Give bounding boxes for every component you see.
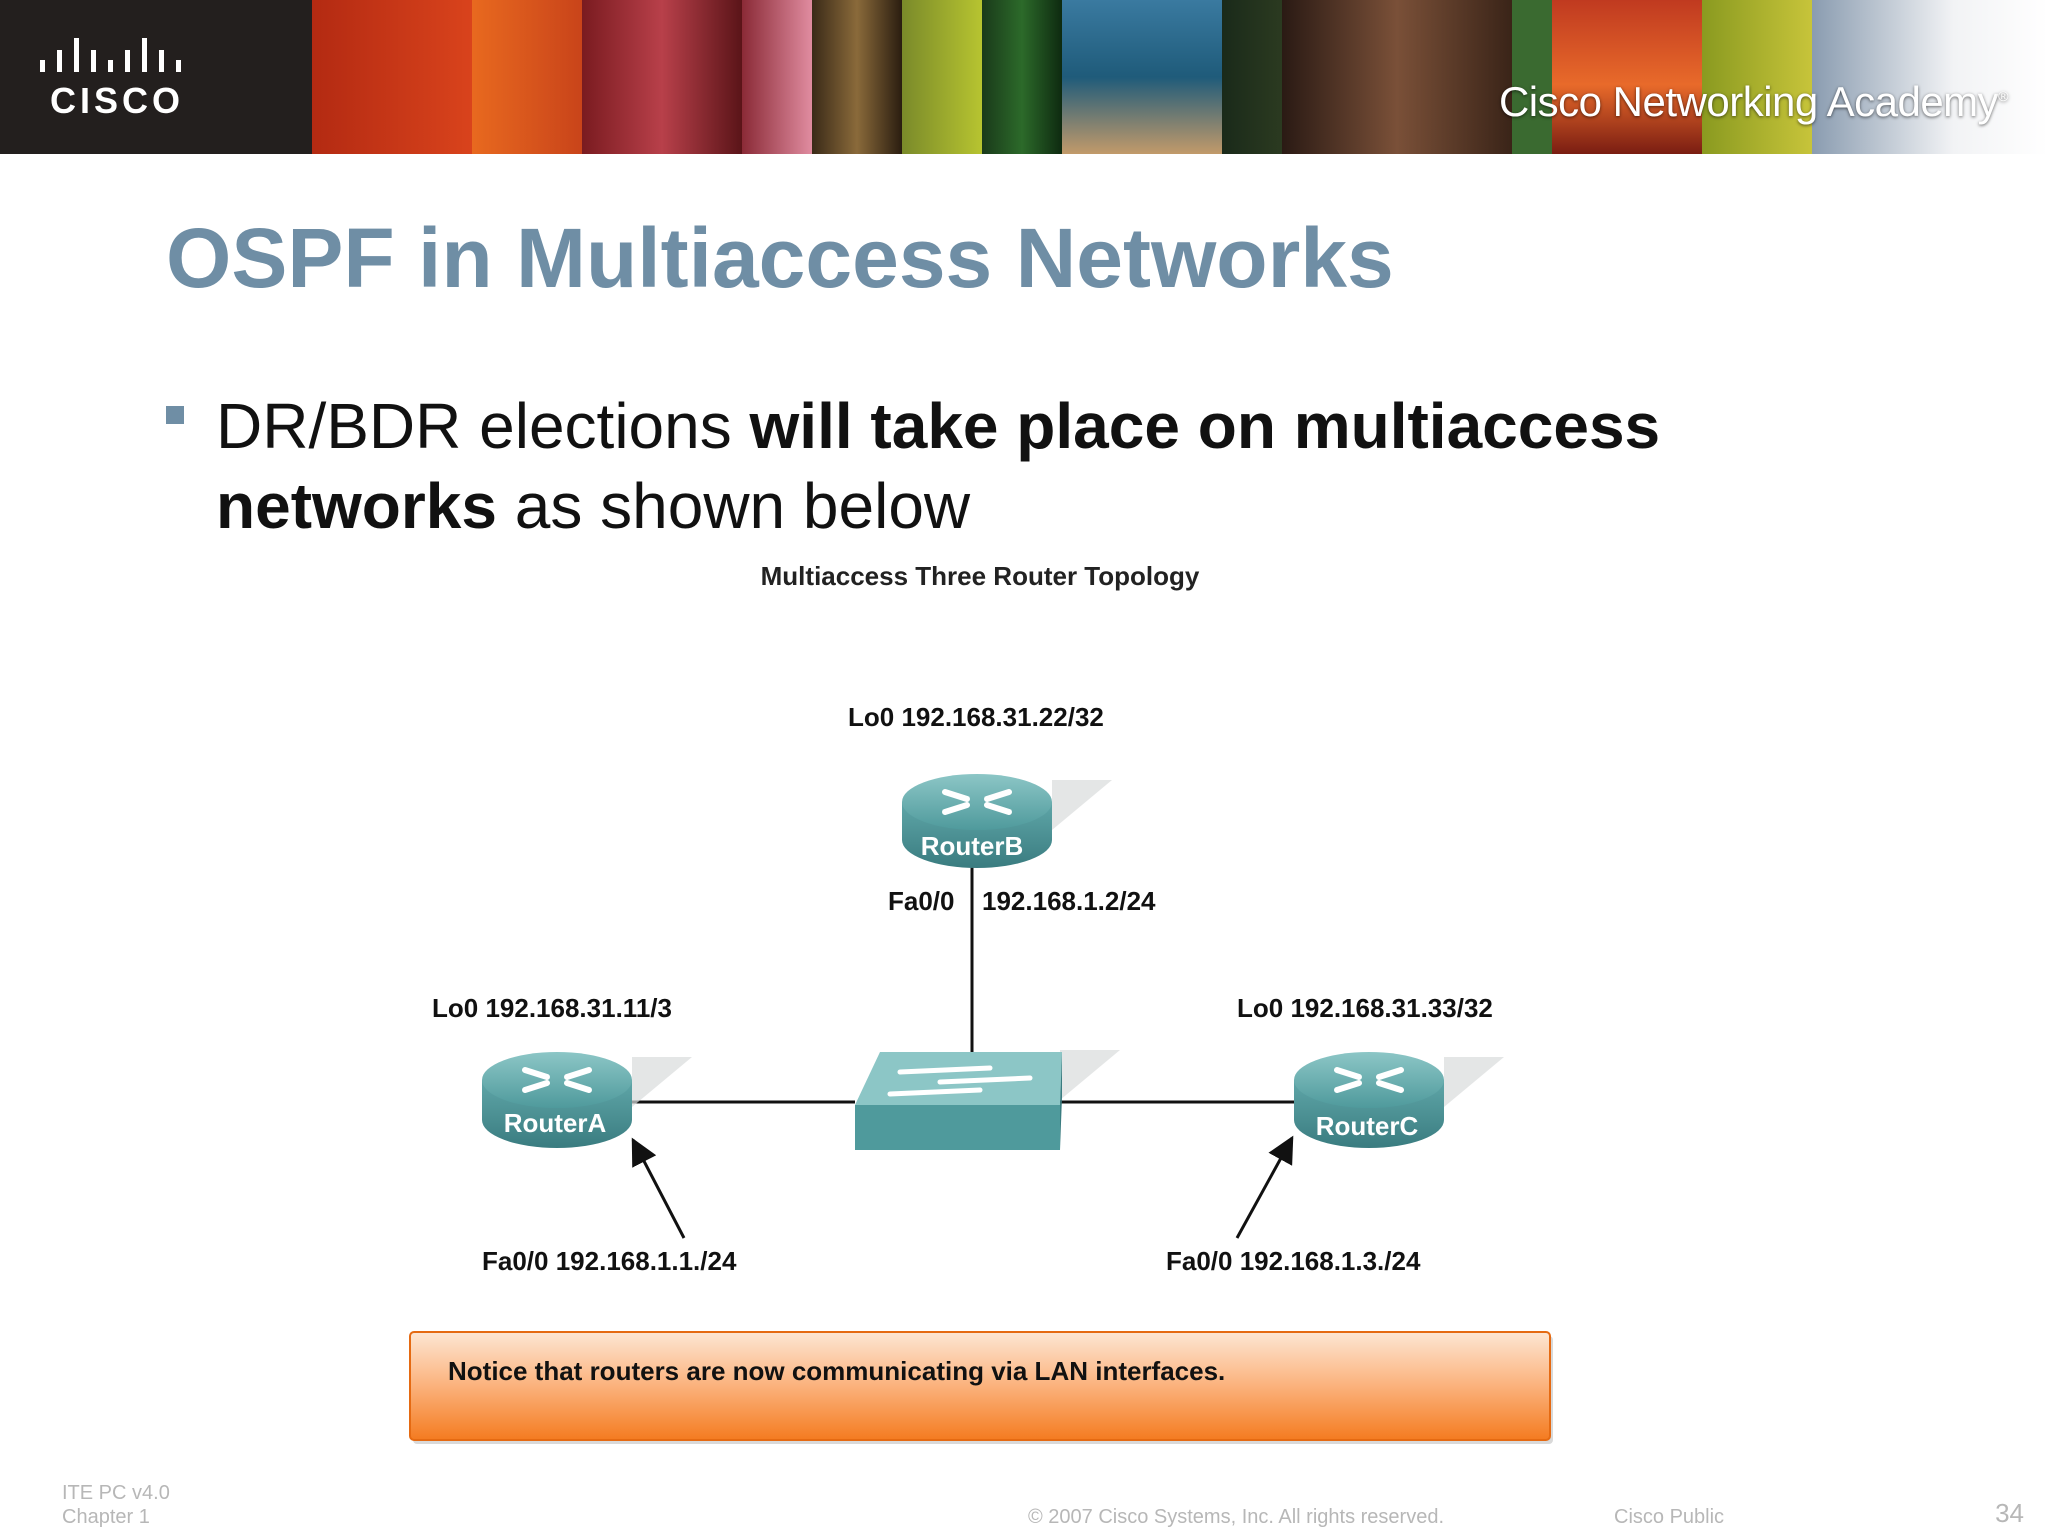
notice-text: Notice that routers are now communicatin… bbox=[448, 1356, 1225, 1386]
cisco-logo: CISCO bbox=[0, 0, 312, 154]
banner-photo-strip bbox=[982, 0, 1062, 154]
banner-photo-strip bbox=[902, 0, 982, 154]
banner-photo-strip bbox=[1062, 0, 1222, 154]
bullet-item: DR/BDR elections will take place on mult… bbox=[166, 386, 1866, 546]
slide-title: OSPF in Multiaccess Networks bbox=[166, 211, 1394, 305]
router-c-arrow-icon bbox=[1235, 1135, 1294, 1239]
router-b-loopback: Lo0 192.168.31.22/32 bbox=[848, 702, 1104, 732]
banner-photo-strip bbox=[742, 0, 812, 154]
page-number: 34 bbox=[1995, 1498, 2024, 1528]
cisco-wordmark: CISCO bbox=[50, 80, 185, 121]
banner-photo-strip bbox=[1552, 0, 1702, 154]
banner-photo-strip bbox=[312, 0, 472, 154]
bullet-bold1: will take place on multiaccess bbox=[749, 390, 1661, 462]
header-banner: CISCO Cisco Networking Academy® bbox=[0, 0, 2048, 154]
router-b-label: RouterB bbox=[921, 831, 1024, 861]
bullet-bold2: networks bbox=[216, 470, 497, 542]
notice-box bbox=[409, 1331, 1551, 1441]
router-arrows-icon bbox=[942, 789, 1012, 815]
banner-photo-strip bbox=[1222, 0, 1282, 154]
banner-photo-strip bbox=[582, 0, 742, 154]
router-a-interface: Fa0/0 192.168.1.1./24 bbox=[482, 1246, 737, 1276]
academy-title-text: Cisco Networking Academy bbox=[1498, 78, 1999, 125]
bullet-part2: as shown below bbox=[496, 470, 971, 542]
cisco-bridge-icon bbox=[40, 38, 181, 72]
router-c-interface: Fa0/0 192.168.1.3./24 bbox=[1166, 1246, 1421, 1276]
router-c: RouterC bbox=[1294, 1052, 1504, 1148]
banner-photo-strip bbox=[1282, 0, 1512, 154]
banner-photo-strip bbox=[1512, 0, 1552, 154]
router-arrows-icon bbox=[522, 1067, 592, 1093]
bullet-part1: DR/BDR elections bbox=[216, 390, 750, 462]
footer-copyright: © 2007 Cisco Systems, Inc. All rights re… bbox=[1028, 1506, 1445, 1528]
router-a-loopback: Lo0 192.168.31.11/3 bbox=[432, 993, 672, 1023]
router-a: RouterA bbox=[482, 1052, 692, 1148]
banner-photo-strip bbox=[1812, 0, 2048, 154]
bullet-square-icon bbox=[166, 406, 184, 424]
banner-photo-strip bbox=[812, 0, 902, 154]
router-b-interface: Fa0/0 bbox=[888, 886, 955, 916]
router-arrows-icon bbox=[1334, 1067, 1404, 1093]
footer-version: ITE PC v4.0 bbox=[62, 1482, 170, 1504]
footer-classification: Cisco Public bbox=[1614, 1506, 1725, 1528]
diagram-title: Multiaccess Three Router Topology bbox=[761, 561, 1200, 591]
registered-mark: ® bbox=[1998, 88, 2008, 104]
router-c-label: RouterC bbox=[1316, 1111, 1419, 1141]
router-a-arrow-icon bbox=[631, 1137, 686, 1239]
router-c-loopback: Lo0 192.168.31.33/32 bbox=[1237, 993, 1493, 1023]
footer-chapter: Chapter 1 bbox=[62, 1506, 150, 1528]
switch-arrows-icon bbox=[887, 1065, 1033, 1097]
bullet-text: DR/BDR elections will take place on mult… bbox=[216, 386, 1866, 546]
router-b: RouterB bbox=[902, 774, 1112, 868]
banner-photo-strip bbox=[1702, 0, 1812, 154]
banner-photo-strip bbox=[472, 0, 582, 154]
lan-switch bbox=[855, 1050, 1120, 1150]
topology-diagram: Multiaccess Three Router Topology Router… bbox=[409, 561, 1553, 1444]
router-a-label: RouterA bbox=[504, 1108, 607, 1138]
router-b-ip: 192.168.1.2/24 bbox=[982, 886, 1156, 916]
academy-title: Cisco Networking Academy® bbox=[1498, 78, 2009, 126]
